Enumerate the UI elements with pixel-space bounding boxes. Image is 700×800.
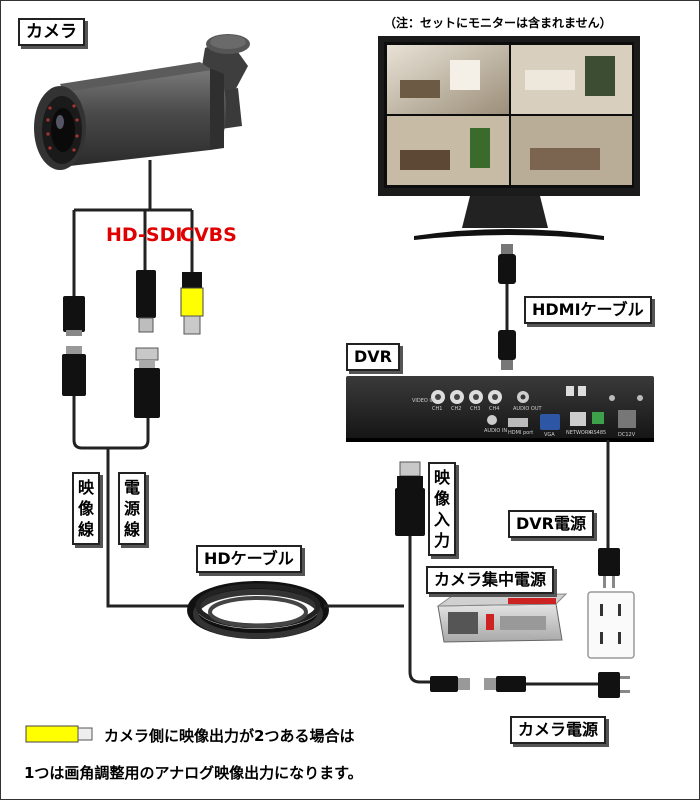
label-central-power: カメラ集中電源 [426,566,555,594]
camera-power-cable [430,672,630,698]
note-line-1: カメラ側に映像出力が2つある場合は [104,727,355,745]
dvr-label-audio-in: AUDIO IN [484,428,507,434]
label-hd-cable: HDケーブル [196,545,302,573]
label-camera-power: カメラ電源 [510,716,607,744]
hdmi-cable [498,244,516,370]
dvr-label-network: NETWORK [566,430,592,436]
dvr-label-vga: VGA [544,432,555,438]
label-video-input: 映像入力 [428,462,456,556]
bullet-camera [34,34,250,184]
dvr-label-dc: DC12V [618,432,636,438]
camera-cable-harness [72,184,194,300]
label-power-line: 電源線 [118,472,146,545]
label-video-line: 映像線 [72,472,100,545]
label-monitor-note: （注：セットにモニターは含まれません） [384,16,612,30]
dvr-label-audio-out: AUDIO OUT [513,406,543,412]
bnc-plug-pair [134,270,160,418]
dvr-label-video-in: VIDEO IN [412,398,435,404]
camera-to-hd-cable [72,396,200,608]
label-camera: カメラ [18,18,85,46]
monitor [378,36,640,240]
label-hdsdi: HD-SDI [106,224,183,246]
label-hdmi-cable: HDMIケーブル [524,296,652,324]
wall-outlet [587,591,635,659]
dvr-label-ch3: CH3 [470,406,480,412]
hd-cable-coil [187,581,329,639]
label-dvr: DVR [346,343,400,371]
dvr-label-rs485: RS485 [590,430,606,436]
dvr-label-ch4: CH4 [489,406,499,412]
video-input-cable [395,461,440,684]
dvr-label-hdmi: HDMI port [508,430,533,436]
label-cvbs: CVBS [180,224,237,246]
dvr-panel-labels: VIDEO IN CH1 CH2 CH3 CH4 AUDIO OUT AUDIO… [412,398,636,438]
label-dvr-power: DVR電源 [508,510,594,538]
cvbs-plug [180,272,204,335]
cvbs-legend-plug [25,725,93,743]
dvr-power-cable [598,440,620,588]
hdsdi-plug-pair [62,296,86,396]
dvr-label-ch2: CH2 [451,406,461,412]
central-power-unit [436,593,568,643]
note-line-2: 1つは画角調整用のアナログ映像出力になります。 [24,764,363,782]
dvr-unit [346,376,654,442]
dvr-label-ch1: CH1 [432,406,442,412]
